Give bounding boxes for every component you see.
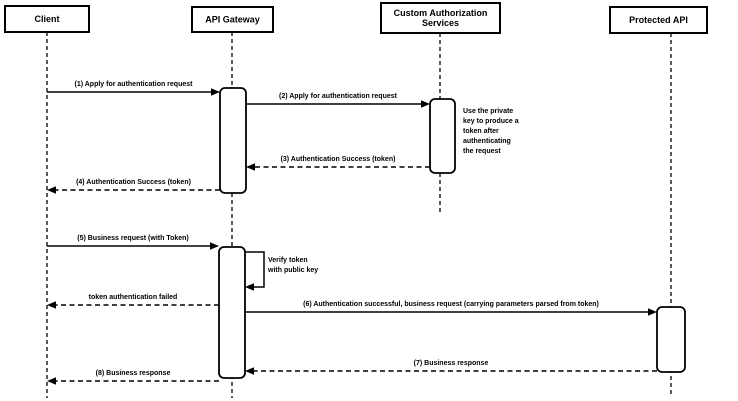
participant-label-api-gateway: API Gateway: [205, 15, 260, 25]
activation-bar-custom-authorization-services-1: [429, 98, 456, 174]
message-1-client-to-api-gateway: (1) Apply for authentication request: [47, 81, 220, 96]
message-7-api-gateway-to-protected-api: (6) Authentication successful, business …: [245, 301, 657, 316]
message-label: (3) Authentication Success (token): [281, 156, 396, 163]
note-text: key to produce a: [463, 118, 519, 125]
arrowhead-icon: [245, 367, 254, 375]
arrowhead-icon: [210, 242, 219, 250]
message-label: (7) Business response: [414, 360, 489, 367]
participant-label-protected-api: Protected API: [629, 15, 688, 25]
arrowhead-icon: [47, 377, 56, 385]
arrowhead-icon: [47, 301, 56, 309]
message-label: (4) Authentication Success (token): [76, 179, 191, 186]
message-label: (1) Apply for authentication request: [75, 81, 194, 88]
participant-box-custom-authorization-services: [380, 2, 501, 34]
message-label: (8) Business response: [96, 370, 171, 377]
participant-label-client: Client: [34, 14, 59, 24]
arrowhead-icon: [211, 88, 220, 96]
message-6-api-gateway-to-client: token authentication failed: [47, 294, 219, 309]
participant-label-custom-authorization-services: Custom Authorization: [394, 8, 488, 18]
message-2-api-gateway-to-custom-authorization-services: (2) Apply for authentication request: [246, 93, 430, 108]
message-label: (5) Business request (with Token): [77, 235, 189, 242]
arrowhead-icon: [245, 283, 254, 291]
note-text: the request: [463, 148, 501, 155]
self-message-label: Verify token: [268, 257, 308, 264]
note-text: token after: [463, 128, 499, 135]
note-text: authenticating: [463, 138, 511, 145]
activation-bar-api-gateway-2: [218, 246, 246, 379]
activation-bar-protected-api-3: [656, 306, 686, 373]
activation-bar-api-gateway-0: [219, 87, 247, 194]
message-label: token authentication failed: [89, 294, 178, 301]
participant-box-protected-api: [609, 6, 708, 34]
message-8-protected-api-to-api-gateway: (7) Business response: [245, 360, 657, 375]
message-9-api-gateway-to-client: (8) Business response: [47, 370, 219, 385]
message-3-custom-authorization-services-to-api-gateway: (3) Authentication Success (token): [246, 156, 430, 171]
self-message-api-gateway: Verify token with public key: [245, 251, 318, 291]
message-5-client-to-api-gateway: (5) Business request (with Token): [47, 235, 219, 250]
participant-box-api-gateway: [191, 6, 274, 33]
participant-box-client: [4, 5, 90, 33]
participant-label-custom-authorization-services: Services: [422, 18, 459, 28]
message-label: (2) Apply for authentication request: [279, 93, 398, 100]
arrowhead-icon: [648, 308, 657, 316]
message-4-api-gateway-to-client: (4) Authentication Success (token): [47, 179, 220, 194]
self-message-label: with public key: [267, 267, 318, 274]
self-message-line: [245, 251, 265, 288]
arrowhead-icon: [421, 100, 430, 108]
message-label: (6) Authentication successful, business …: [303, 301, 599, 308]
arrowhead-icon: [246, 163, 255, 171]
note-custom-authorization-services: Use the private key to produce a token aft…: [463, 108, 519, 155]
note-text: Use the private: [463, 108, 513, 115]
arrowhead-icon: [47, 186, 56, 194]
